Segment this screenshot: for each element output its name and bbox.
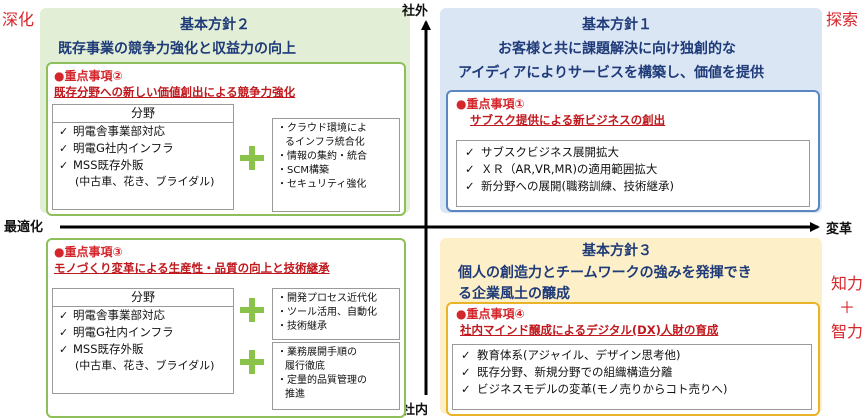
policy3-title: 基本方針３ (582, 243, 652, 259)
plus-icon (240, 146, 264, 170)
focus1-item: ✓ サブスクビジネス展開拡大 (457, 144, 809, 161)
focus3-measure: ・技術継承 (277, 321, 327, 332)
focus2-field-header: 分野 (53, 105, 233, 123)
bullet-icon: ● (54, 69, 65, 83)
check-icon: ✓ (59, 142, 69, 155)
focus4-items-box: ✓教育体系(アジャイル、デザイン思考他) ✓既存分野、新規分野での組織構造分離 … (452, 344, 812, 410)
policy1-subtitle-line2: アイディアによりサービスを構築し、価値を提供 (458, 65, 765, 81)
plus-icon (240, 350, 264, 374)
focus2-field-text: 明電舎事業部対応 (73, 124, 165, 138)
focus1-item: ✓ 新分野への展開(職務訓練、技術継承) (457, 178, 809, 195)
check-icon: ✓ (59, 159, 69, 172)
focus2-field-item: ✓ 明電舎事業部対応 (53, 123, 233, 140)
focus2-measure: ・セキュリティ強化 (277, 179, 367, 190)
focus2-measure: るインフラ統合化 (285, 137, 365, 148)
focus3-field-text: 明電G社内インフラ (73, 325, 174, 339)
corner-label-deepen: 深化 (2, 10, 35, 29)
corner-label-knowledge-line3: 智力 (830, 322, 863, 341)
plus-icon (240, 298, 264, 322)
focus1-item-text: サブスクビジネス展開拡大 (481, 145, 619, 159)
check-icon: ✓ (465, 162, 475, 176)
axis-label-optimize: 最適化 (4, 220, 44, 235)
focus3-measures-box-a: ・開発プロセス近代化 ・ツール活用、自動化 ・技術継承 (272, 288, 400, 340)
focus4-title-row: ●重点事項④ (456, 305, 525, 322)
focus3-title-row: ●重点事項③ (54, 243, 123, 260)
policy3-subtitle-line1: 個人の創造力とチームワークの強みを発揮でき (458, 265, 752, 281)
focus2-field-text: 明電G社内インフラ (73, 141, 174, 155)
focus3-measure: ・ツール活用、自動化 (277, 307, 377, 318)
corner-label-knowledge-line1: 知力 (830, 274, 863, 293)
check-icon: ✓ (461, 365, 471, 379)
focus2-field-item: ✓ MSS既存外販 (53, 157, 233, 174)
focus3-field-item: ✓ 明電G社内インフラ (53, 324, 233, 341)
focus3-field-item: ✓ MSS既存外販 (53, 341, 233, 358)
bullet-icon: ● (456, 307, 467, 321)
focus4-item-text: 教育体系(アジャイル、デザイン思考他) (477, 348, 681, 362)
check-icon: ✓ (59, 343, 69, 356)
policy2-subtitle: 既存事業の競争力強化と収益力の向上 (58, 41, 296, 57)
check-icon: ✓ (465, 145, 475, 159)
focus3-field-box: 分野 ✓ 明電舎事業部対応 ✓ 明電G社内インフラ ✓ MSS既存外販 (中古車、花き… (52, 288, 234, 394)
focus2-field-item: ✓ 明電G社内インフラ (53, 140, 233, 157)
focus3-field-header: 分野 (53, 289, 233, 307)
focus3-description: モノづくり変革による生産性・品質の向上と技術継承 (54, 261, 330, 275)
focus4-title: 重点事項④ (466, 307, 525, 321)
focus3-measure: ・開発プロセス近代化 (277, 293, 377, 304)
focus4-item: ✓ 教育体系(アジャイル、デザイン思考他) (453, 347, 811, 364)
check-icon: ✓ (59, 326, 69, 339)
focus2-measure: ・SCM構築 (277, 165, 329, 176)
focus2-measure: ・クラウド環境によ (277, 123, 367, 134)
policy2-title: 基本方針２ (180, 17, 250, 33)
focus2-title-row: ●重点事項② (54, 67, 123, 84)
check-icon: ✓ (59, 309, 69, 322)
check-icon: ✓ (461, 382, 471, 396)
focus1-description: サブスク提供による新ビジネスの創出 (470, 113, 666, 127)
focus3-field-text: 明電舎事業部対応 (73, 308, 165, 322)
focus1-title-row: ●重点事項① (456, 95, 525, 112)
focus4-description: 社内マインド醸成によるデジタル(DX)人財の育成 (460, 323, 719, 337)
focus3-measure: 履行徹底 (285, 361, 325, 372)
focus2-measures-box: ・クラウド環境によ るインフラ統合化 ・情報の集約・統合 ・SCM構築 ・セキュ… (272, 118, 400, 212)
focus1-items-box: ✓ サブスクビジネス展開拡大 ✓ ＸＲ（AR,VR,MR)の適用範囲拡大 ✓ 新分野へ… (456, 140, 810, 207)
axis-label-transform: 変革 (826, 222, 853, 237)
focus3-measure: ・業務展開手順の (277, 347, 357, 358)
focus1-item: ✓ ＸＲ（AR,VR,MR)の適用範囲拡大 (457, 161, 809, 178)
focus4-item-text: ビジネスモデルの変革(モノ売りからコト売りへ) (477, 382, 728, 396)
focus3-measure: ・定量的品質管理の (277, 375, 367, 386)
focus2-field-box: 分野 ✓ 明電舎事業部対応 ✓ 明電G社内インフラ ✓ MSS既存外販 (中古車、花き… (52, 104, 234, 210)
focus3-field-item: ✓ 明電舎事業部対応 (53, 307, 233, 324)
focus2-description: 既存分野への新しい価値創出による競争力強化 (54, 85, 296, 99)
focus1-title: 重点事項① (466, 97, 525, 111)
check-icon: ✓ (465, 179, 475, 193)
policy3-subtitle-line2: る企業風土の醸成 (458, 286, 570, 302)
focus3-measure: 推進 (285, 389, 305, 400)
focus3-measures-box-b: ・業務展開手順の 履行徹底 ・定量的品質管理の 推進 (272, 342, 400, 410)
focus2-title: 重点事項② (64, 69, 123, 83)
check-icon: ✓ (59, 125, 69, 138)
check-icon: ✓ (461, 348, 471, 362)
policy1-subtitle-line1: お客様と共に課題解決に向け独創的な (498, 41, 736, 57)
focus3-field-text: MSS既存外販 (73, 342, 144, 356)
axis-label-internal: 社内 (402, 403, 429, 418)
focus4-item-text: 既存分野、新規分野での組織構造分離 (477, 365, 673, 379)
focus2-measure: ・情報の集約・統合 (277, 151, 367, 162)
corner-label-knowledge: 知力 ＋ 智力 (828, 272, 866, 344)
focus3-title: 重点事項③ (64, 245, 123, 259)
corner-label-explore: 探索 (826, 10, 859, 29)
axis-label-external: 社外 (402, 4, 429, 19)
focus1-item-text: ＸＲ（AR,VR,MR)の適用範囲拡大 (481, 162, 658, 176)
corner-label-knowledge-plus: ＋ (838, 298, 855, 317)
policy1-title: 基本方針１ (582, 17, 652, 33)
focus4-item: ✓ ビジネスモデルの変革(モノ売りからコト売りへ) (453, 381, 811, 398)
focus2-field-text: MSS既存外販 (73, 158, 144, 172)
focus2-field-note: (中古車、花き、ブライダル) (75, 175, 215, 188)
bullet-icon: ● (456, 97, 467, 111)
focus3-field-note: (中古車、花き、ブライダル) (75, 359, 215, 372)
focus4-item: ✓ 既存分野、新規分野での組織構造分離 (453, 364, 811, 381)
bullet-icon: ● (54, 245, 65, 259)
focus1-item-text: 新分野への展開(職務訓練、技術継承) (481, 179, 674, 193)
